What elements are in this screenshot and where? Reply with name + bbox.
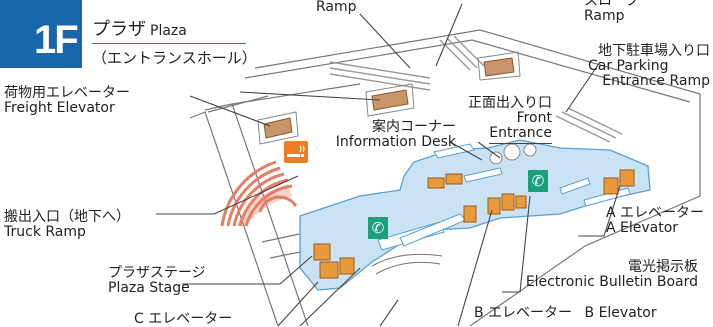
label-front-entrance-en1: Front — [516, 110, 552, 126]
telephone-icon: ✆ — [528, 170, 548, 192]
floor-fixtures — [377, 143, 631, 251]
label-a-elevator-en: A Elevator — [606, 220, 679, 236]
label-information-desk-en: Information Desk — [335, 134, 456, 150]
label-c-elevator-ja: C エレベーター — [134, 311, 233, 327]
label-truck-ramp: 搬出入口（地下へ） Truck Ramp — [4, 210, 130, 240]
label-a-elevator: A エレベーター A Elevator — [606, 206, 704, 236]
label-ramp-top: Ramp — [316, 0, 357, 15]
leader-lines — [156, 3, 621, 326]
floor-badge-text: 1F — [34, 18, 79, 62]
label-truck-ramp-ja: 搬出入口（地下へ） — [4, 209, 130, 225]
label-b-elevator-ja: B エレベーター — [474, 305, 573, 321]
label-b-elevator-en: B Elevator — [584, 305, 657, 321]
label-slope-en: Ramp — [584, 8, 625, 24]
freight-elevator-frames — [257, 51, 521, 145]
freight-elevator-blocks — [263, 57, 515, 139]
label-a-elevator-ja: A エレベーター — [606, 205, 705, 221]
label-truck-ramp-en: Truck Ramp — [4, 224, 86, 240]
label-information-desk: 案内コーナー Information Desk — [316, 120, 456, 150]
label-ramp-top-en: Ramp — [316, 0, 357, 15]
label-plaza-stage-ja: プラザステージ — [108, 265, 206, 281]
elevator-blocks — [313, 169, 635, 279]
floor-title-ja: プラザ — [92, 19, 146, 40]
label-slope-ja: スロープ — [584, 0, 640, 9]
truck-ramp-curves — [371, 253, 443, 275]
label-bulletin-board-ja: 電光掲示板 — [628, 259, 698, 275]
telephone-icon: ✆ — [368, 217, 388, 239]
label-front-entrance: 正面出入り口 Front Entrance — [452, 96, 552, 144]
label-bulletin-board-en: Electronic Bulletin Board — [525, 274, 698, 290]
floor-title-en: Plaza — [150, 23, 187, 39]
label-freight-elevator: 荷物用エレベーター Freight Elevator — [4, 86, 130, 116]
label-slope: スロープ Ramp — [584, 0, 639, 24]
label-bulletin-board: 電光掲示板 Electronic Bulletin Board — [504, 260, 698, 290]
floor-subtitle: （エントランスホール） — [92, 49, 257, 67]
entrance-doors — [489, 143, 537, 165]
label-front-entrance-ja: 正面出入り口 — [468, 95, 552, 111]
label-information-desk-ja: 案内コーナー — [372, 119, 456, 135]
label-plaza-stage-en: Plaza Stage — [108, 280, 190, 296]
label-c-elevator: C エレベーター — [134, 312, 232, 327]
smoking-icon — [284, 141, 308, 163]
label-b-elevator: B エレベーター B Elevator — [474, 306, 657, 321]
label-car-parking-en2: Entrance Ramp — [602, 73, 710, 89]
label-plaza-stage: プラザステージ Plaza Stage — [108, 266, 206, 296]
label-front-entrance-en2: Entrance — [489, 126, 552, 144]
label-freight-elevator-en: Freight Elevator — [4, 100, 115, 116]
floor-badge: 1F — [0, 0, 82, 68]
stage-floor — [236, 184, 292, 226]
floor-title-rule — [92, 43, 246, 44]
label-car-parking-ja: 地下駐車場入り口 — [598, 43, 710, 59]
label-car-parking-en1: Car Parking — [588, 58, 669, 74]
label-freight-elevator-ja: 荷物用エレベーター — [4, 85, 130, 101]
plaza-stage — [220, 160, 298, 227]
label-car-parking: 地下駐車場入り口 Car Parking Entrance Ramp — [588, 44, 710, 89]
